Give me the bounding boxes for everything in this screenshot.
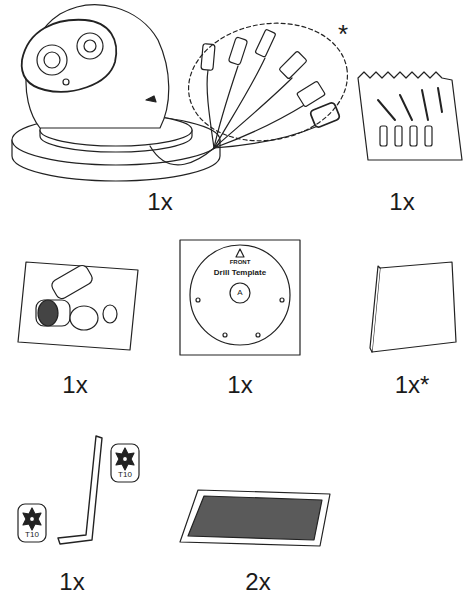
drill-template-part (280, 298, 284, 302)
dome-camera-part (77, 33, 103, 59)
waterproof-kit-bag-part (18, 262, 138, 350)
drill-template (180, 240, 300, 355)
cable-connectors-part (214, 66, 238, 148)
quick-start-guide-part (372, 262, 456, 352)
quantity-label: 1x (147, 190, 172, 214)
cable-connectors-part (214, 104, 306, 148)
adhesive-pad (180, 490, 330, 546)
torx-t10-badge-part (123, 457, 128, 462)
template-text: Drill Template (214, 269, 266, 277)
cable-connectors-part (214, 126, 318, 148)
cable-connectors-part (214, 58, 265, 148)
screws-bag-part (410, 126, 417, 146)
waterproof-kit-bag-part (38, 300, 58, 326)
quantity-label: 1x (59, 570, 84, 594)
cable-connectors-part (150, 146, 214, 165)
dome-camera-part (22, 20, 117, 92)
drill-template-part (196, 298, 200, 302)
dome-camera-part (146, 96, 156, 102)
torx-t10-badge-part (23, 508, 41, 530)
screws-bag-part (425, 126, 432, 146)
dome-camera-part (44, 52, 60, 68)
drill-template-part (180, 240, 300, 355)
cable-connectors-part (207, 70, 214, 148)
torx-t10-badge-part (116, 448, 134, 470)
dome-camera-part (63, 79, 69, 85)
bit-size-label: T10 (118, 471, 132, 479)
package-contents-illustration-part (12, 5, 462, 546)
dome-camera-part (37, 45, 67, 75)
torx-t10-badge-part (30, 517, 35, 522)
torx-l-key (58, 436, 102, 544)
cable-connectors-part (255, 29, 276, 57)
quantity-label: 1x (62, 373, 87, 397)
drill-template-part (236, 249, 244, 257)
torx-t10-badge-part (111, 444, 139, 482)
cable-connectors-part (297, 81, 326, 107)
waterproof-kit-bag-part (70, 306, 98, 330)
waterproof-kit-bag (18, 262, 138, 350)
cable-connectors-part (179, 11, 357, 153)
quantity-label: 1x* (395, 373, 430, 397)
waterproof-kit-bag-part (36, 300, 70, 326)
screws-bag-part (378, 88, 442, 120)
bit-size-label: T10 (25, 531, 39, 539)
screws-bag-part (380, 126, 387, 146)
template-text: A (237, 289, 242, 297)
torx-t10-badge-part (18, 504, 46, 542)
cable-connectors-part (214, 78, 292, 148)
waterproof-kit-bag-part (103, 305, 117, 323)
footnote-mark: * (338, 21, 348, 47)
quick-start-guide-part (370, 266, 380, 352)
quantity-label: 2x (245, 570, 270, 594)
adhesive-pad-part (180, 490, 330, 546)
quick-start-guide (370, 262, 456, 352)
screws-bag (358, 72, 462, 160)
cable-connectors-part (228, 37, 247, 65)
drill-template-part (256, 333, 260, 337)
template-text: FRONT (230, 259, 251, 265)
cable-connectors-part (201, 44, 215, 71)
torx-t10-badge (18, 444, 139, 542)
drill-template-part (230, 283, 250, 303)
torx-l-key-part (58, 436, 102, 544)
screws-bag-part (358, 72, 462, 160)
waterproof-kit-bag-part (50, 263, 95, 300)
cable-connectors-part (310, 102, 341, 128)
quantity-label: 1x (389, 190, 414, 214)
screws-bag-part (395, 126, 402, 146)
cable-connectors (150, 11, 357, 165)
drill-template-part (223, 333, 227, 337)
cable-connectors-part (279, 51, 307, 79)
quantity-label: 1x (227, 373, 252, 397)
dome-camera-part (84, 40, 96, 52)
adhesive-pad-part (188, 496, 322, 540)
drill-template-part (190, 245, 290, 345)
